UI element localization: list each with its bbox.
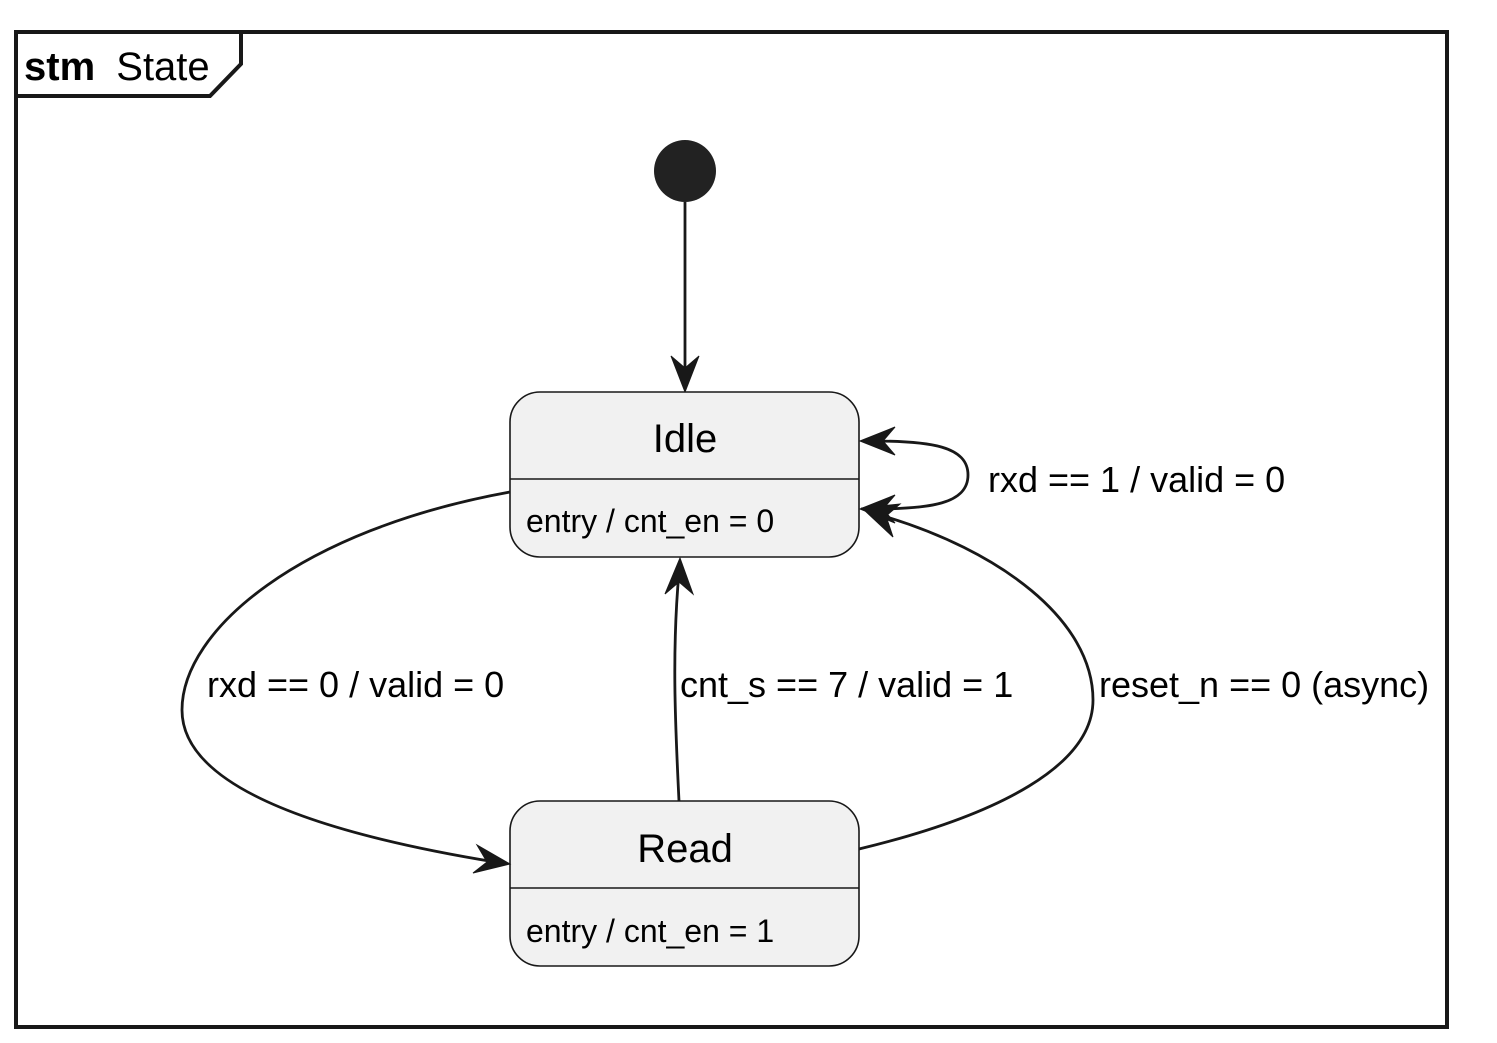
diagram-frame: [14, 30, 1449, 1029]
edge-idle-to-read: [180, 490, 512, 874]
edge-read-to-idle: [664, 556, 695, 802]
frame-kind: stm: [24, 45, 95, 89]
edge-initial-to-idle: [670, 202, 700, 394]
frame-tab: stm State: [14, 30, 243, 98]
edge-label-idle-to-read: rxd == 0 / valid = 0: [207, 664, 504, 705]
state-idle-name: Idle: [653, 417, 718, 461]
edge-label-reset: reset_n == 0 (async): [1099, 664, 1429, 705]
state-read-entry: entry / cnt_en = 1: [526, 913, 774, 949]
state-read-name: Read: [637, 827, 733, 871]
state-read: Read entry / cnt_en = 1: [509, 800, 860, 967]
initial-state-dot: [654, 140, 716, 202]
edge-label-idle-self: rxd == 1 / valid = 0: [988, 459, 1285, 500]
svg-text:stm State: stm State: [24, 45, 210, 89]
state-idle: Idle entry / cnt_en = 0: [509, 391, 860, 558]
edge-reset: [858, 503, 1095, 851]
edge-label-read-to-idle: cnt_s == 7 / valid = 1: [680, 664, 1013, 705]
state-idle-entry: entry / cnt_en = 0: [526, 503, 774, 539]
frame-name: State: [116, 45, 209, 89]
